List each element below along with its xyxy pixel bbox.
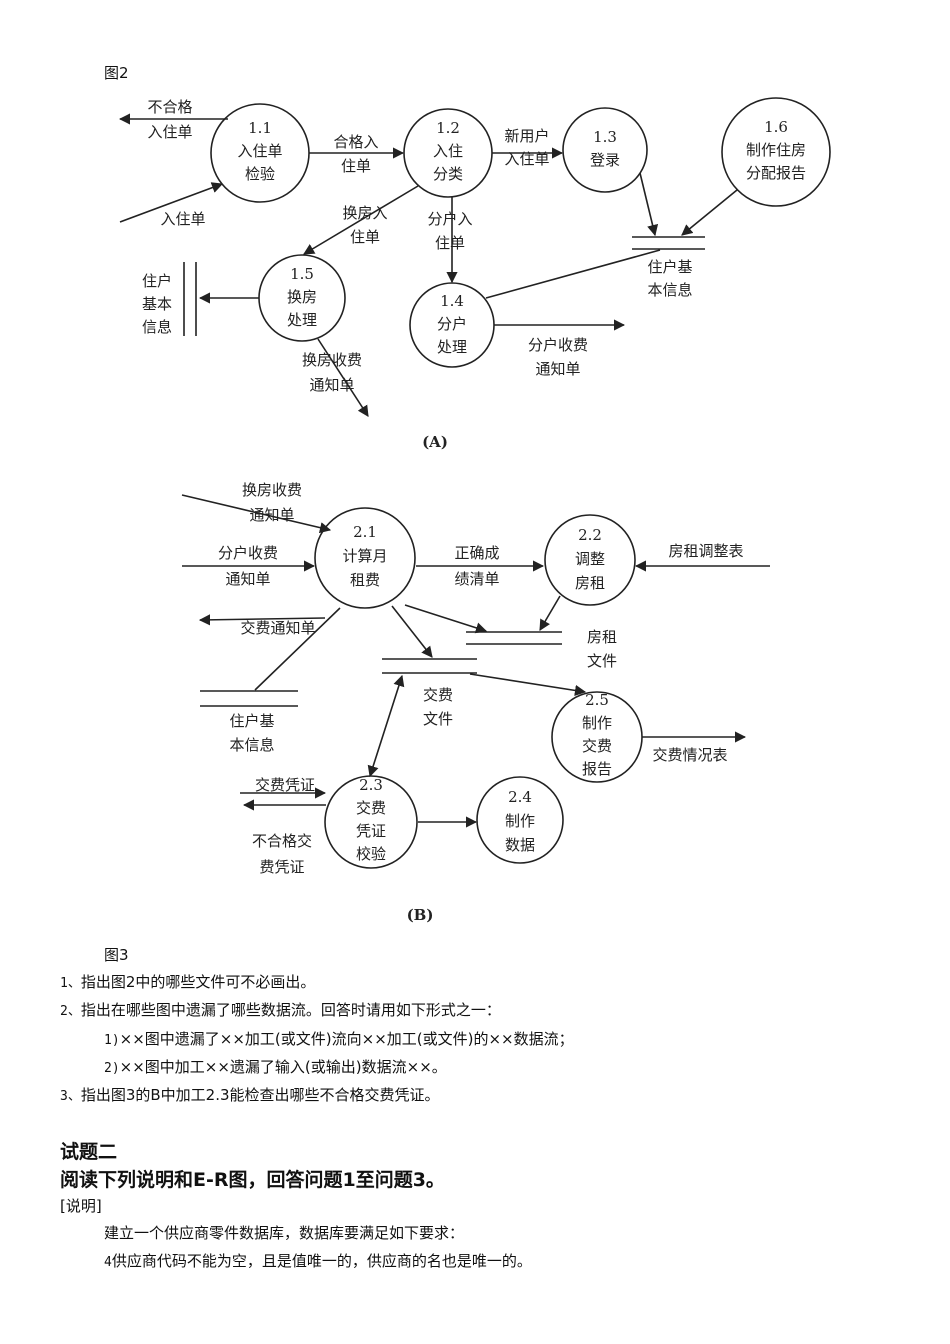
p21-l1: 2.1	[353, 523, 377, 541]
p22-l1: 2.2	[578, 526, 602, 544]
p11-l3: 检验	[245, 165, 275, 183]
flowb-correct-l2: 绩清单	[454, 570, 499, 588]
store-a-top-l1: 住户基	[647, 258, 692, 276]
p14-l3: 处理	[437, 338, 467, 356]
p23-l4: 校验	[356, 845, 386, 863]
p12-l1: 1.2	[436, 119, 460, 137]
store-fee-l1: 交费	[423, 686, 453, 704]
p25-l3: 交费	[582, 737, 612, 755]
p14-l2: 分户	[437, 315, 467, 333]
flowb-splitfee-l2: 通知单	[225, 570, 270, 588]
flow-reject-l1: 不合格	[147, 98, 192, 116]
flowb-badvoucher-l2: 费凭证	[259, 858, 304, 876]
flow-changefee-l2: 通知单	[309, 376, 354, 394]
section-note: [说明]	[60, 1197, 102, 1215]
p23-l2: 交费	[356, 799, 386, 817]
flowb-rentadjust: 房租调整表	[668, 542, 743, 560]
flowb-correct-l1: 正确成	[454, 544, 499, 562]
section-para-2: 4供应商代码不能为空，且是值唯一的，供应商的名也是唯一的。	[104, 1252, 532, 1270]
flow-change-l2: 住单	[350, 228, 380, 246]
process-1-3	[562, 107, 648, 193]
p22-l2: 调整	[575, 550, 605, 568]
p15-l1: 1.5	[290, 265, 314, 283]
question-2: 2、指出在哪些图中遗漏了哪些数据流。回答时请用如下形式之一：	[60, 1001, 501, 1019]
p21-l2: 计算月	[342, 547, 387, 565]
caption-b: (B)	[407, 906, 434, 924]
question-2-form-2: 2)××图中加工××遗漏了输入(或输出)数据流××。	[104, 1058, 447, 1076]
p24-l3: 数据	[505, 836, 535, 854]
figure-b-dataflow-diagram: 2.1 计算月 租费 2.2 调整 房租 2.5 制作 交费 报告 2.3 交费…	[181, 481, 770, 924]
store-resident-l1: 住户基	[229, 712, 274, 730]
p23-l3: 凭证	[356, 822, 386, 840]
p13-l2: 登录	[590, 151, 620, 169]
flow-newuser-l1: 新用户	[504, 127, 549, 145]
store-rent-l2: 文件	[587, 652, 617, 670]
section-subtitle: 阅读下列说明和E-R图，回答问题1至问题3。	[60, 1169, 445, 1191]
process-1-6	[721, 97, 831, 207]
p25-l4: 报告	[582, 760, 612, 778]
p24-l2: 制作	[505, 812, 535, 830]
figure-a-dataflow-diagram: 1.1 入住单 检验 1.2 入住 分类 1.3 登录 1.6 制作住房 分配报…	[118, 97, 831, 451]
process-2-1	[314, 507, 416, 609]
flowb-badvoucher-l1: 不合格交	[252, 832, 312, 850]
store-a-left-l3: 信息	[142, 318, 172, 336]
p12-l2: 入住	[433, 142, 463, 160]
flowb-voucher: 交费凭证	[255, 776, 315, 794]
caption-a: (A)	[422, 433, 448, 451]
figure-2-label: 图2	[104, 64, 129, 82]
p16-l1: 1.6	[764, 118, 788, 136]
p16-l2: 制作住房	[746, 141, 806, 159]
p15-l3: 处理	[287, 311, 317, 329]
process-2-2	[544, 514, 636, 606]
p24-l1: 2.4	[508, 788, 532, 806]
question-2-form-1: 1)××图中遗漏了××加工(或文件)流向××加工(或文件)的××数据流；	[104, 1030, 574, 1048]
p22-l3: 房租	[575, 574, 605, 592]
p11-l2: 入住单	[237, 142, 282, 160]
flow-changefee-l1: 换房收费	[302, 351, 362, 369]
p15-l2: 换房	[287, 288, 317, 306]
store-fee-l2: 文件	[423, 710, 453, 728]
figure-3-label: 图3	[104, 946, 129, 964]
flow-change-l1: 换房入	[342, 204, 387, 222]
store-a-top-l2: 本信息	[647, 281, 692, 299]
flow-split-l2: 住单	[435, 234, 465, 252]
flow-splitfee-l1: 分户收费	[528, 336, 588, 354]
flowb-changefee-l2: 通知单	[249, 506, 294, 524]
p25-l2: 制作	[582, 714, 612, 732]
section-title: 试题二	[60, 1141, 118, 1163]
flowb-splitfee-l1: 分户收费	[218, 544, 278, 562]
question-3: 3、指出图3的B中加工2.3能检查出哪些不合格交费凭证。	[60, 1086, 440, 1104]
p25-l1: 2.5	[585, 691, 609, 709]
flowb-paynotice: 交费通知单	[240, 619, 315, 637]
section-para-1: 建立一个供应商零件数据库，数据库要满足如下要求：	[104, 1224, 465, 1242]
store-a-left-l2: 基本	[142, 295, 172, 313]
store-resident-l2: 本信息	[229, 736, 274, 754]
flowb-changefee-l1: 换房收费	[242, 481, 302, 499]
p16-l3: 分配报告	[746, 164, 806, 182]
p11-l1: 1.1	[248, 119, 272, 137]
flow-pass-l2: 住单	[341, 157, 371, 175]
flowb-report: 交费情况表	[652, 746, 727, 764]
flow-newuser-l2: 入住单	[504, 150, 549, 168]
p14-l1: 1.4	[440, 292, 464, 310]
p23-l1: 2.3	[359, 776, 383, 794]
flow-splitfee-l2: 通知单	[535, 360, 580, 378]
store-a-left-l1: 住户	[142, 272, 172, 290]
flow-pass-l1: 合格入	[333, 133, 378, 151]
flow-reject-l2: 入住单	[147, 123, 192, 141]
p12-l3: 分类	[433, 165, 463, 183]
flow-input: 入住单	[160, 210, 205, 228]
store-rent-l1: 房租	[587, 628, 617, 646]
question-1: 1、指出图2中的哪些文件可不必画出。	[60, 973, 316, 991]
p21-l3: 租费	[350, 571, 380, 589]
p13-l1: 1.3	[593, 128, 617, 146]
flow-split-l1: 分户入	[427, 210, 472, 228]
